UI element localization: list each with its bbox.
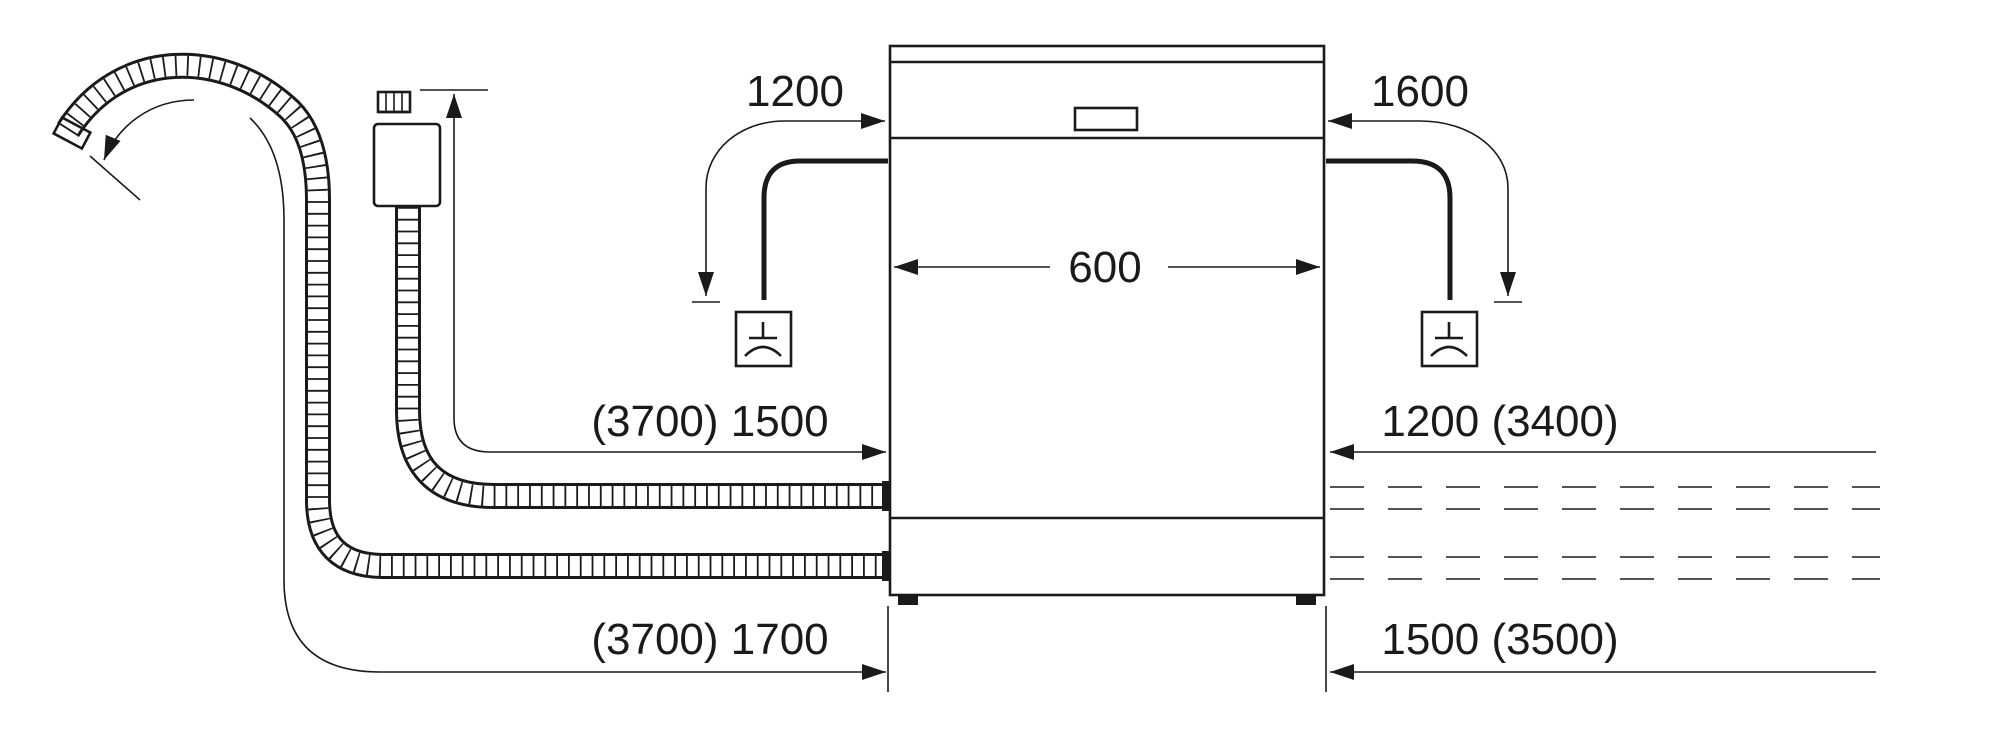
power-socket-icon xyxy=(734,310,793,368)
right-power-cable: 1600 xyxy=(1326,67,1522,368)
inlet-hose-right-label: 1200 (3400) xyxy=(1381,397,1618,446)
power-cable-right-label: 1600 xyxy=(1371,67,1469,116)
drain-hose-left-label: (3700) 1700 xyxy=(591,615,828,664)
left-foot xyxy=(898,595,918,605)
right-hose-routes xyxy=(1330,486,1880,580)
drain-hose-end-icon xyxy=(51,115,93,151)
drain-hose-right-label: 1500 (3500) xyxy=(1381,615,1618,664)
dishwasher-body xyxy=(888,44,1326,605)
left-power-cable: 1200 xyxy=(692,67,888,368)
power-cable-left-label: 1200 xyxy=(746,67,844,116)
inlet-hose-right-dimension: 1200 (3400) xyxy=(1330,397,1876,460)
drain-hose: (3700) 1700 xyxy=(51,52,890,680)
width-label: 600 xyxy=(1068,243,1141,292)
water-tap-connector-icon xyxy=(372,90,442,208)
dishwasher-outline xyxy=(888,44,1326,597)
right-foot xyxy=(1296,595,1316,605)
power-socket-icon xyxy=(1420,310,1479,368)
width-dimension: 600 xyxy=(894,243,1320,292)
inlet-hose-left-label: (3700) 1500 xyxy=(591,397,828,446)
door-handle xyxy=(1073,106,1139,132)
drain-hose-right-dimension: 1500 (3500) xyxy=(1330,615,1876,680)
inlet-hose: (3700) 1500 xyxy=(372,89,890,511)
